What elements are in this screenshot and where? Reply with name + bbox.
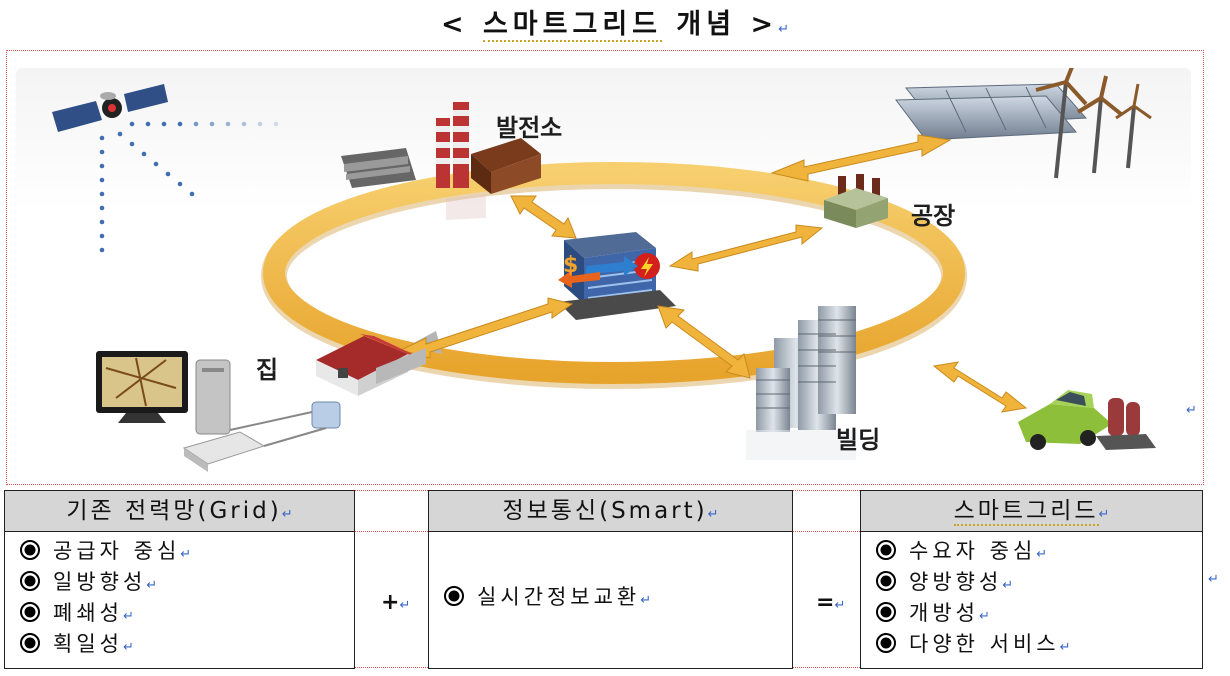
- ict-box: 정보통신(Smart)↵ 실시간정보교환↵: [428, 490, 793, 669]
- table-border: [792, 531, 860, 532]
- box-header: 기존 전력망(Grid)↵: [5, 491, 354, 532]
- smart-grid-box: 스마트그리드↵ 수요자 중심↵ 양방향성↵ 개방성↵ 다양한 서비스↵: [860, 490, 1203, 669]
- list-item: 폐쇄성↵: [19, 598, 354, 629]
- label-factory: 공장: [911, 203, 956, 230]
- table-border: [792, 490, 860, 491]
- bullet-icon: [876, 540, 896, 560]
- return-mark: ↵: [1208, 572, 1219, 587]
- control-center-icon: $: [558, 232, 676, 320]
- list-item: 양방향성↵: [875, 567, 1202, 598]
- label-power-plant: 발전소: [496, 115, 563, 142]
- label-building: 빌딩: [836, 427, 881, 454]
- satellite-signal: [99, 121, 279, 253]
- box-header: 정보통신(Smart)↵: [429, 491, 792, 532]
- existing-grid-box: 기존 전력망(Grid)↵ 공급자 중심↵ 일방향성↵ 폐쇄성↵ 획일성↵: [4, 490, 355, 669]
- grid-ring: [261, 162, 967, 389]
- power-plant-icon: [341, 102, 541, 220]
- bullet-icon: [876, 633, 896, 653]
- smart-grid-diagram: $: [16, 68, 1191, 476]
- table-border: [354, 490, 428, 491]
- list-item: 일방향성↵: [19, 567, 354, 598]
- table-border: [354, 531, 428, 532]
- bullet-icon: [20, 571, 40, 591]
- bullet-icon: [20, 633, 40, 653]
- bullet-icon: [20, 602, 40, 622]
- factory-icon: [824, 174, 888, 228]
- buildings-icon: [746, 306, 856, 460]
- bullet-icon: [20, 540, 40, 560]
- table-border: [354, 667, 428, 668]
- list-item: 실시간정보교환↵: [443, 582, 792, 613]
- bullet-icon: [876, 602, 896, 622]
- connection-arrows: [399, 134, 1028, 413]
- diagram-frame: [6, 50, 1204, 485]
- home-devices-icon: [96, 351, 341, 472]
- return-mark: ↵: [1186, 403, 1197, 418]
- label-house: 집: [256, 357, 279, 384]
- plus-operator: +↵: [381, 590, 411, 615]
- svg-text:$: $: [563, 253, 578, 278]
- list-item: 획일성↵: [19, 629, 354, 660]
- list-item: 다양한 서비스↵: [875, 629, 1202, 660]
- satellite-icon: [52, 84, 168, 132]
- equals-operator: =↵: [816, 590, 846, 615]
- list-item: 수요자 중심↵: [875, 536, 1202, 567]
- list-item: 공급자 중심↵: [19, 536, 354, 567]
- table-border: [792, 667, 860, 668]
- house-icon: [316, 334, 426, 396]
- box-header: 스마트그리드↵: [861, 491, 1202, 532]
- electric-car-icon: [1018, 390, 1156, 450]
- bullet-icon: [876, 571, 896, 591]
- bullet-icon: [444, 586, 464, 606]
- list-item: 개방성↵: [875, 598, 1202, 629]
- page-title: < 스마트그리드 개념 >↵: [440, 9, 790, 42]
- renewable-energy-icon: [895, 68, 1152, 179]
